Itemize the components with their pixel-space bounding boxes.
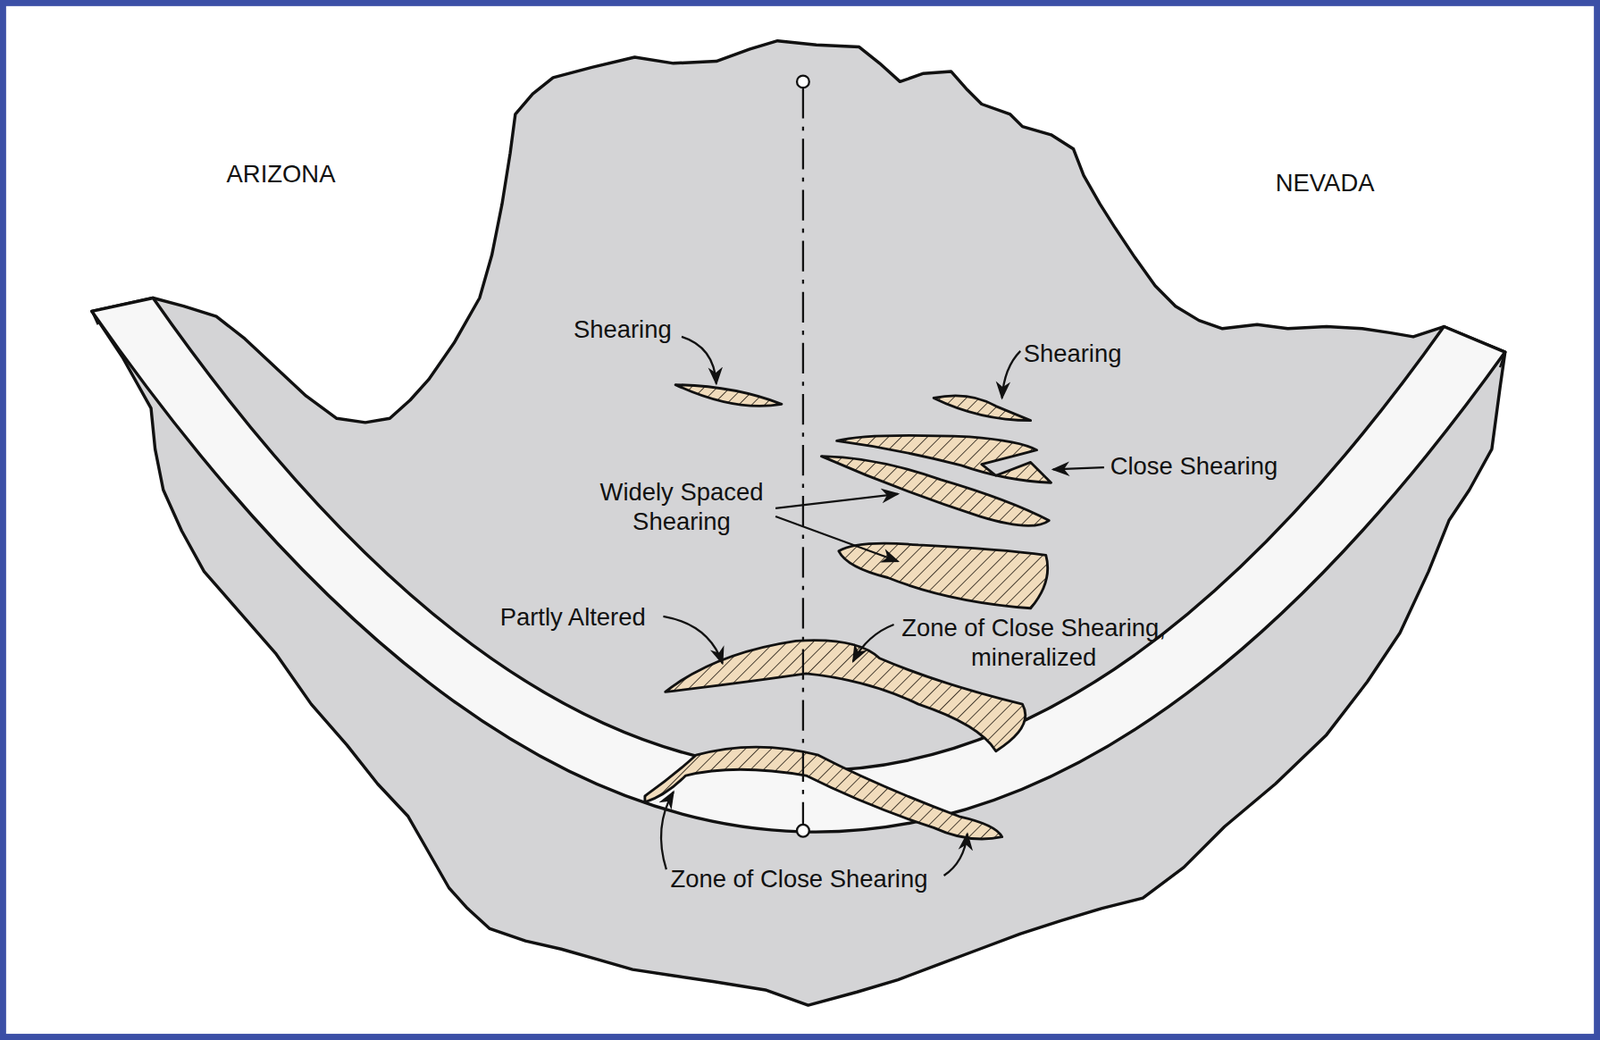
axis-end <box>796 75 810 89</box>
state-label: NEVADA <box>1275 167 1375 198</box>
leader-line <box>1002 351 1022 399</box>
zone-label: Widely Spaced Shearing <box>579 477 784 537</box>
axis-line <box>802 87 805 825</box>
canyon-rock <box>92 41 1506 1006</box>
state-label: ARIZONA <box>226 159 336 190</box>
zone-label: Shearing <box>573 315 672 345</box>
zone-label: Partly Altered <box>500 603 646 633</box>
zone-label: Zone of Close Shearing <box>670 863 928 894</box>
leader-line <box>775 516 898 562</box>
leader-line <box>662 616 722 664</box>
shear-zone <box>645 746 1003 839</box>
leader-line <box>681 336 717 385</box>
leader-line <box>1053 467 1105 470</box>
axis-end <box>796 824 810 838</box>
shear-zone <box>820 456 1049 527</box>
dam-end-face <box>92 310 1506 368</box>
zone-label: Close Shearing <box>1110 452 1278 482</box>
page-ground <box>6 6 1594 1034</box>
shear-zone <box>675 385 782 407</box>
shear-zone <box>933 395 1031 421</box>
zone-label: Zone of Close Shearing, mineralized <box>870 612 1198 672</box>
shear-zone <box>838 543 1048 609</box>
zone-label: Shearing <box>1023 339 1123 369</box>
leader-line <box>775 494 898 509</box>
leader-line <box>661 791 674 870</box>
leader-line <box>853 624 895 662</box>
leader-line <box>944 833 968 876</box>
